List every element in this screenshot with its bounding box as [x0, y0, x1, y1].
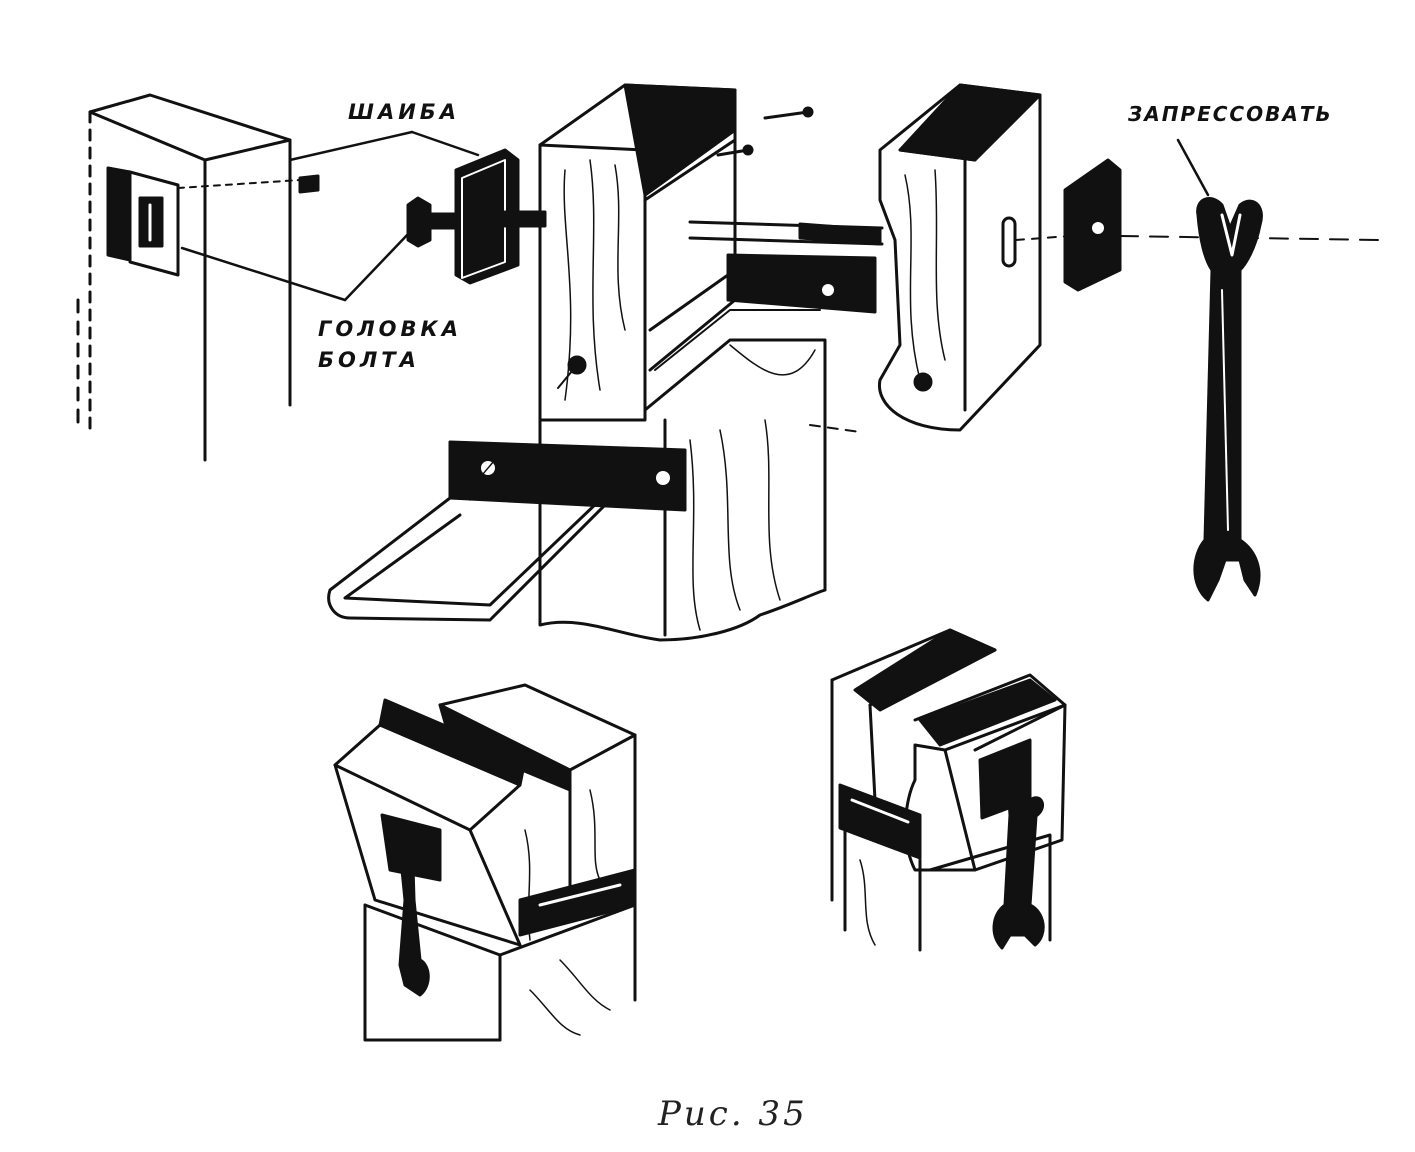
label-bolt-head-line2: БОЛТА: [318, 348, 420, 372]
fixed-jaw: [538, 83, 737, 422]
bolt-head-part: [406, 196, 462, 248]
base-block: [538, 338, 861, 642]
front-plate-center: [726, 253, 877, 314]
nut-part: [1063, 158, 1122, 292]
screw-rod: [688, 220, 884, 246]
figure-caption: Рис. 35: [658, 1094, 808, 1134]
leader-lines: [180, 130, 1210, 302]
nails: [716, 106, 814, 157]
movable-jaw: [878, 83, 1042, 432]
assembled-vise-left: [333, 683, 637, 1042]
embedded-bolt-head: [106, 166, 320, 277]
label-press-in: ЗАПРЕССОВАТЬ: [1128, 102, 1333, 126]
label-washer: ШАИБА: [348, 100, 461, 124]
label-bolt-head-line1: ГОЛОВКА: [318, 317, 462, 341]
assembled-vise-right: [830, 628, 1067, 952]
washer-part: [454, 148, 547, 285]
handle-bracket: [327, 440, 687, 622]
wrench: [1193, 197, 1263, 602]
guide-rail: [643, 128, 821, 372]
left-post: [76, 93, 320, 462]
